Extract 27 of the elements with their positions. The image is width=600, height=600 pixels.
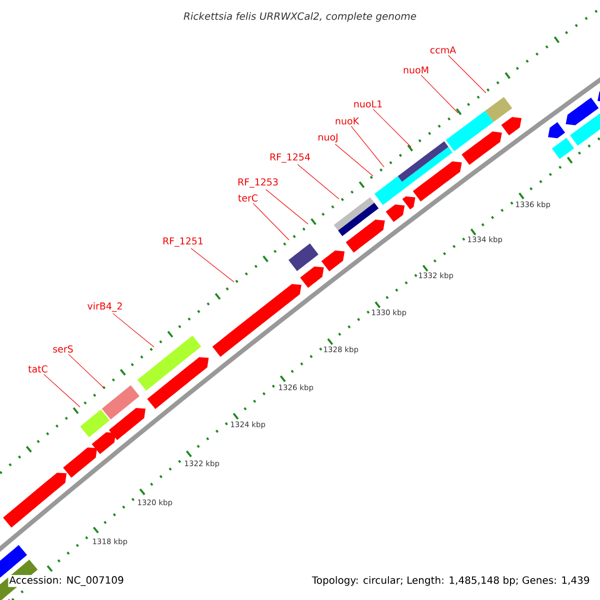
gene-label: serS — [53, 345, 73, 353]
leader-line — [297, 164, 340, 200]
gene-label: RF_1253 — [238, 178, 278, 188]
gene-label: RF_1251 — [163, 237, 203, 247]
gene-label: nuoK — [336, 117, 360, 125]
leader-line — [44, 374, 80, 408]
gene-label: nuoL1 — [354, 100, 382, 108]
gene-label: nuoM — [404, 66, 428, 74]
gene-label: nuoJ — [318, 134, 338, 142]
leader-line — [420, 74, 458, 114]
leader-line — [265, 189, 308, 224]
leader-line — [252, 202, 290, 240]
gene-label: virB4_2 — [88, 302, 122, 312]
gene-label: RF_1254 — [270, 153, 310, 163]
leader-line — [372, 108, 412, 148]
leader-line — [112, 313, 154, 348]
gene-label: tatC — [28, 365, 48, 373]
leader-line — [350, 126, 384, 168]
gene-label: ccmA — [430, 46, 456, 54]
leader-line — [334, 144, 374, 176]
accession-note: Accession: NC_007109 — [8, 575, 125, 587]
gene-label: terC — [238, 194, 258, 202]
leader-line — [68, 354, 104, 388]
leader-line — [190, 248, 234, 282]
title: Rickettsia felis URRWXCal2, complete genome — [184, 12, 416, 22]
leader-line — [448, 54, 486, 94]
genome-stats-note: Topology: circular; Length: 1,485,148 bp; Genes: 1,439 — [310, 575, 591, 587]
